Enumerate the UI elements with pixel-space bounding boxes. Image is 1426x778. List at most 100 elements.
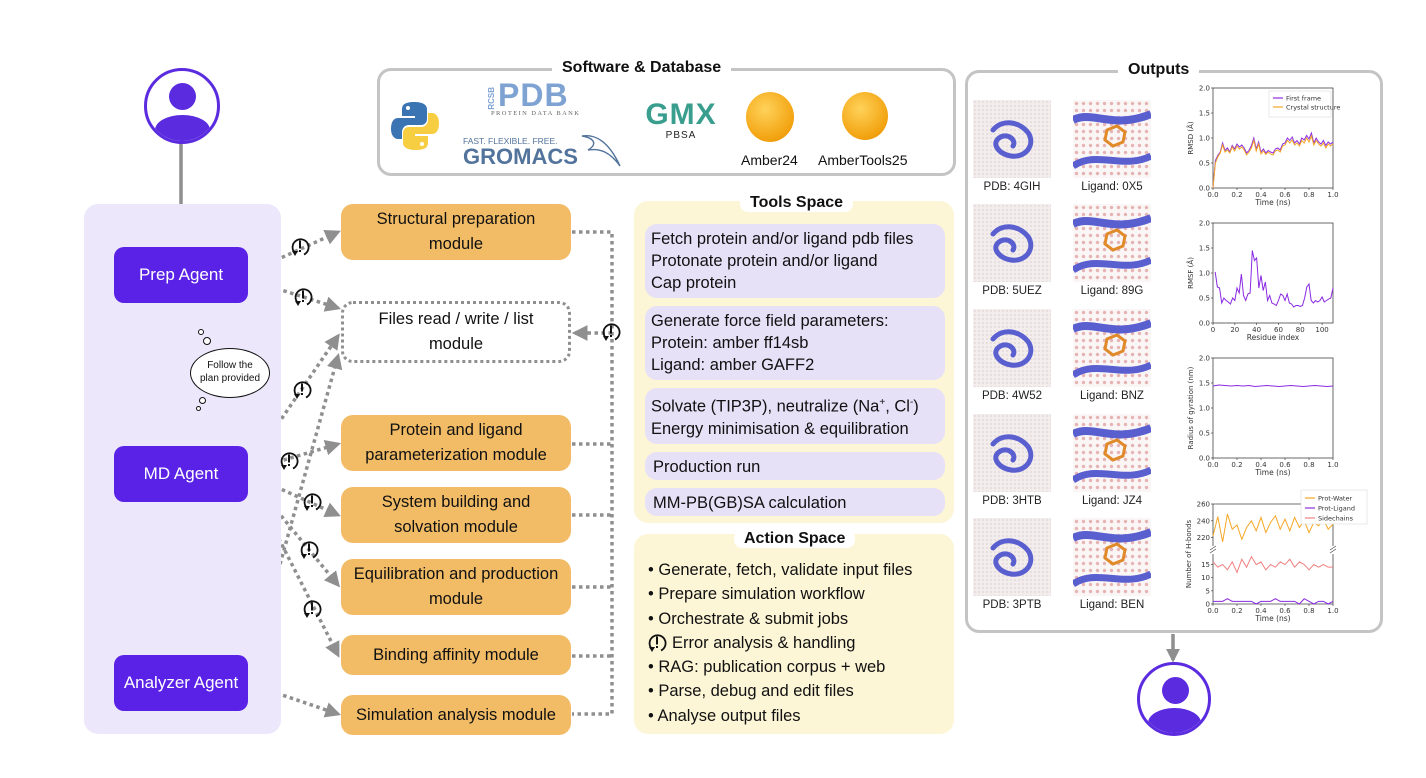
y-tick-label: 260	[1197, 501, 1210, 509]
y-axis-label: Number of H-bonds	[1185, 519, 1193, 588]
protein-structure-thumbnail	[973, 100, 1051, 178]
ligand-binding-thumbnail	[1073, 309, 1151, 387]
legend-label: Prot-Ligand	[1318, 505, 1355, 513]
y-tick-label: 1.0	[1199, 270, 1210, 278]
pdb-id-label: PDB: 3PTB	[982, 599, 1042, 611]
y-tick-label: 2.0	[1199, 220, 1210, 228]
x-tick-label: 1.0	[1327, 461, 1338, 469]
x-tick-label: 20	[1230, 326, 1239, 334]
tool-group-forcefield: Generate force field parameters: Protein…	[645, 306, 945, 380]
thought-bubble-dot	[203, 337, 211, 345]
y-tick-label: 1.5	[1199, 245, 1210, 253]
error-handling-icon	[303, 600, 322, 619]
action-item: • Parse, debug and edit files	[648, 682, 854, 701]
protein-structure-thumbnail	[973, 204, 1051, 282]
y-tick-label: 1.0	[1199, 405, 1210, 413]
ligand-id-label: Ligand: BEN	[1079, 599, 1145, 611]
y-tick-label: 1.5	[1199, 110, 1210, 118]
ligand-id-label: Ligand: JZ4	[1081, 495, 1143, 507]
tool-group-production: Production run	[645, 452, 945, 480]
x-tick-label: 0.4	[1255, 607, 1267, 615]
md-agent[interactable]: MD Agent	[114, 446, 248, 502]
ambertools25-logo-icon	[842, 92, 888, 140]
binding-affinity-module[interactable]: Binding affinity module	[341, 635, 571, 675]
protein-structure-thumbnail	[973, 518, 1051, 596]
series-line-rg	[1212, 384, 1334, 388]
ligand-id-label: Ligand: 0X5	[1081, 181, 1143, 193]
axis-break-mark	[1209, 545, 1217, 554]
x-tick-label: 0.0	[1207, 607, 1218, 615]
analyzer-agent[interactable]: Analyzer Agent	[114, 655, 248, 711]
prep-agent[interactable]: Prep Agent	[114, 247, 248, 303]
x-tick-label: 1.0	[1327, 607, 1338, 615]
x-tick-label: 0.0	[1207, 191, 1218, 199]
y-tick-label: 0.5	[1199, 430, 1210, 438]
x-tick-label: 1.0	[1327, 191, 1338, 199]
x-tick-label: 0.6	[1279, 461, 1291, 469]
x-tick-label: 0.4	[1255, 191, 1267, 199]
module-bus-wire	[572, 230, 614, 716]
x-tick-label: 100	[1315, 326, 1328, 334]
action-space-panel	[634, 534, 954, 734]
error-handling-icon	[280, 452, 299, 471]
y-tick-label: 0.5	[1199, 160, 1210, 168]
ligand-id-label: Ligand: 89G	[1080, 285, 1144, 297]
axis-break-mark	[1329, 545, 1337, 554]
ligand-binding-thumbnail	[1073, 204, 1151, 282]
protein-structure-thumbnail	[973, 414, 1051, 492]
gromacs-logo: FAST. FLEXIBLE. FREE. GROMACS	[463, 136, 578, 169]
series-line-prot-ligand	[1213, 598, 1334, 605]
ligand-binding-thumbnail	[1073, 100, 1151, 178]
y-tick-label: 0.5	[1199, 295, 1210, 303]
simulation-analysis-module[interactable]: Simulation analysis module	[341, 695, 571, 735]
plot-frame-upper	[1212, 503, 1334, 546]
x-tick-label: 0.8	[1303, 191, 1314, 199]
ligand-binding-thumbnail	[1073, 414, 1151, 492]
y-tick-label: 1.5	[1199, 380, 1210, 388]
y-tick-label: 2.0	[1199, 355, 1210, 363]
series-line-sidechains	[1212, 555, 1333, 574]
amber24-logo-icon	[746, 92, 794, 142]
action-item: • Orchestrate & submit jobs	[648, 609, 849, 628]
error-handling-icon	[291, 238, 310, 257]
pdb-id-label: PDB: 4W52	[981, 390, 1043, 402]
error-handling-icon	[303, 493, 322, 512]
error-handling-icon	[300, 541, 319, 560]
amber24-label: Amber24	[741, 152, 798, 168]
y-tick-label: 0	[1206, 601, 1210, 609]
x-axis-label: Residue index	[1247, 333, 1300, 342]
gromacs-bird-icon	[581, 134, 621, 167]
thought-cloud: Follow the plan provided	[190, 348, 270, 398]
error-handling-icon	[648, 634, 667, 653]
action-list: • Generate, fetch, validate input files …	[648, 558, 912, 728]
y-tick-label: 15	[1201, 561, 1210, 569]
protein-structure-thumbnail	[973, 309, 1051, 387]
action-space-title: Action Space	[734, 530, 856, 548]
action-item: • RAG: publication corpus + web	[648, 658, 886, 677]
x-tick-label: 0.6	[1279, 607, 1291, 615]
thought-bubble-dot	[198, 329, 204, 335]
plot-frame	[1212, 222, 1334, 324]
y-axis-label: RMSD (Å)	[1186, 121, 1195, 154]
x-tick-label: 0.2	[1231, 461, 1242, 469]
error-handling-icon	[294, 288, 313, 307]
y-tick-label: 2.0	[1199, 85, 1210, 93]
thought-text: Follow the	[207, 360, 253, 371]
pdb-id-label: PDB: 5UEZ	[982, 285, 1042, 297]
pdb-logo: RCSB PDB PROTEIN DATA BANK	[487, 77, 581, 117]
tools-space-title: Tools Space	[740, 194, 854, 212]
thought-bubble-dot	[199, 397, 206, 404]
action-item-error: Error analysis & handling	[648, 631, 912, 655]
thought-text: plan provided	[199, 373, 261, 384]
y-tick-label: 1.0	[1199, 135, 1210, 143]
x-axis-label: Time (ns)	[1254, 198, 1290, 207]
legend-label: Prot-Water	[1318, 495, 1352, 503]
